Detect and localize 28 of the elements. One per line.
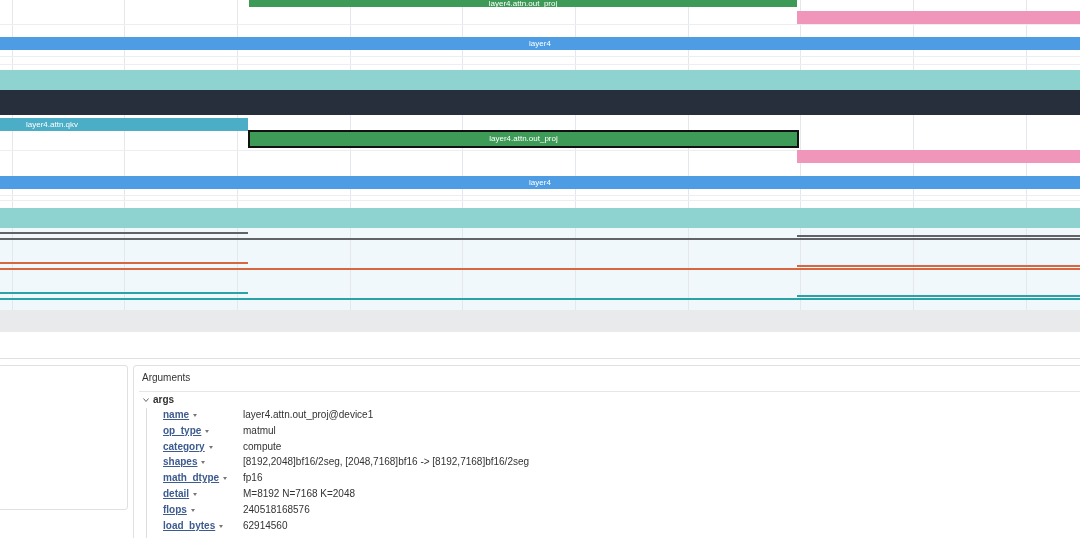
argument-key: shapes [163, 456, 198, 468]
trace-slice: layer4.attn.out_proj [249, 0, 797, 7]
trace-slice: layer4 [0, 176, 1080, 189]
argument-key: op_type [163, 424, 202, 436]
trace-slice: layer4 [0, 37, 1080, 50]
argument-key: detail [163, 488, 190, 499]
argument-key: name [163, 409, 190, 420]
slice-bar [797, 150, 1080, 163]
slice-bar [0, 70, 1080, 90]
argument-value: compute [243, 440, 282, 452]
argument-value: [8192,2048]bf16/2seg, [2048,7168]bf16 -> [8192,7168]bf16/2seg [243, 456, 530, 468]
slice-bar [0, 90, 1080, 115]
section-heading: args [153, 394, 175, 405]
argument-key: math_dtype [163, 472, 220, 484]
slice-bar [797, 11, 1080, 24]
argument-value: fp16 [243, 472, 263, 484]
argument-key: category [163, 440, 205, 452]
trace-slice: layer4.attn.qkv [0, 118, 248, 131]
argument-value: 240518168576 [243, 503, 310, 515]
argument-key: flops [163, 503, 187, 515]
argument-value: 62914560 [243, 519, 288, 531]
argument-value: M=8192 N=7168 K=2048 [243, 488, 356, 499]
trace-slice: layer4.attn.out_proj [248, 130, 799, 148]
panel-heading: Arguments [142, 372, 191, 383]
slice-bar [0, 208, 1080, 228]
argument-value: matmul [243, 424, 276, 436]
argument-value: layer4.attn.out_proj@device1 [243, 409, 374, 420]
argument-key: load_bytes [163, 519, 216, 531]
